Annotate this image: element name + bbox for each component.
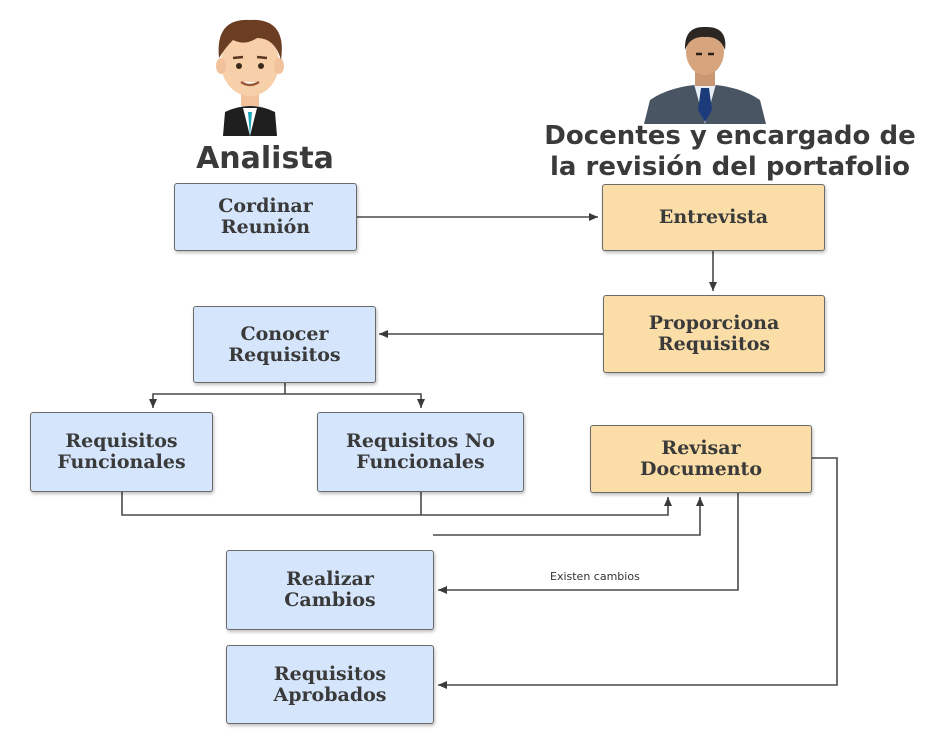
teachers-title: Docentes y encargado de la revisión del … — [544, 121, 916, 182]
provide-requirements-label: Proporciona Requisitos — [648, 312, 780, 355]
edge-review-to-changes — [438, 493, 739, 594]
make-changes-box: Realizar Cambios — [226, 550, 434, 630]
analyst-avatar-icon — [216, 19, 284, 136]
approved-requirements-label: Requisitos Aprobados — [273, 662, 387, 706]
nonfunctional-requirements-label: Requisitos No Funcionales — [346, 430, 495, 473]
review-document-label: Revisar Documento — [640, 437, 762, 480]
know-requirements-box: Conocer Requisitos — [193, 306, 376, 383]
functional-requirements-label: Requisitos Funcionales — [57, 430, 186, 473]
interview-box: Entrevista — [602, 184, 825, 251]
know-requirements-label: Conocer Requisitos — [228, 322, 341, 366]
make-changes-label: Realizar Cambios — [284, 568, 376, 611]
review-document-box: Revisar Documento — [590, 425, 812, 493]
edge-know-to-nonfunctional — [285, 393, 425, 408]
edge-changes-to-review — [433, 497, 704, 536]
analyst-title: Analista — [196, 141, 334, 176]
approved-requirements-box: Requisitos Aprobados — [226, 645, 434, 724]
interview-label: Entrevista — [658, 206, 769, 229]
changes-edge-label: Existen cambios — [550, 570, 640, 583]
edge-functional-to-review — [121, 492, 672, 516]
edge-know-to-functional — [149, 393, 285, 408]
businessman-avatar-icon — [644, 26, 766, 124]
coordinate-meeting-box: Cordinar Reunión — [174, 183, 357, 251]
nonfunctional-requirements-box: Requisitos No Funcionales — [317, 412, 524, 492]
functional-requirements-box: Requisitos Funcionales — [30, 412, 213, 492]
edge-review-to-approved — [438, 457, 838, 689]
provide-requirements-box: Proporciona Requisitos — [603, 295, 825, 373]
coordinate-meeting-label: Cordinar Reunión — [218, 195, 313, 238]
